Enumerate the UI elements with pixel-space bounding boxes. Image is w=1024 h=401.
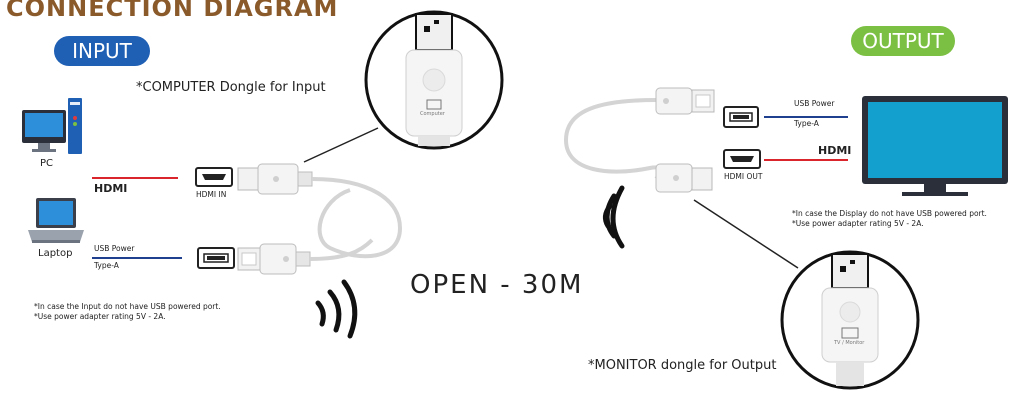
input-badge: INPUT [54,36,150,66]
hdmi-out-label: HDMI OUT [724,172,763,181]
output-usb-type-label: Type-A [794,119,819,128]
input-hdmi-label: HDMI [94,182,128,195]
output-usb-dongle-icon [655,87,715,115]
output-usb-power-label: USB Power [794,99,835,108]
zoom-top-device-label: Computer [420,111,445,117]
input-hdmi-port-icon [195,167,233,187]
input-cable-usb [309,238,374,261]
input-usb-dongle-icon [237,243,311,275]
output-cable-loop [563,98,665,180]
laptop-icon [28,198,84,243]
input-hdmi-dongle-icon [237,163,313,195]
monitor-icon [862,96,1008,196]
zoom-bottom-pointer [693,199,799,269]
input-note-line1: *In case the Input do not have USB power… [34,302,221,311]
zoom-bottom-device-label: TV / Monitor [834,340,865,346]
input-usb-port-icon [197,247,235,269]
zoom-top-dongle-icon [405,13,463,146]
output-usb-port-icon [723,106,759,128]
wireless-signal-left-icon [315,279,358,339]
input-usb-power-label: USB Power [94,244,135,253]
computer-dongle-label: *COMPUTER Dongle for Input [136,80,326,95]
range-label: OPEN - 30M [410,270,584,300]
input-usb-type-label: Type-A [94,261,119,270]
zoom-bottom-dongle-icon [821,253,879,386]
output-hdmi-port-icon [723,149,761,169]
input-note-line2: *Use power adapter rating 5V - 2A. [34,312,166,321]
pc-label: PC [40,158,54,169]
output-hdmi-label: HDMI [818,144,852,157]
wireless-signal-right-icon [602,185,625,249]
diagram-title: CONNECTION DIAGRAM [6,0,339,22]
hdmi-in-label: HDMI IN [196,190,227,199]
output-hdmi-dongle-icon [655,163,713,193]
zoom-top-pointer [303,127,379,163]
monitor-dongle-label: *MONITOR dongle for Output [588,358,777,373]
input-cable-loop [311,177,403,259]
output-note-line2: *Use power adapter rating 5V - 2A. [792,219,924,228]
laptop-label: Laptop [38,248,73,259]
output-note-line1: *In case the Display do not have USB pow… [792,209,987,218]
pc-icon [22,98,82,154]
output-badge: OUTPUT [851,26,955,56]
